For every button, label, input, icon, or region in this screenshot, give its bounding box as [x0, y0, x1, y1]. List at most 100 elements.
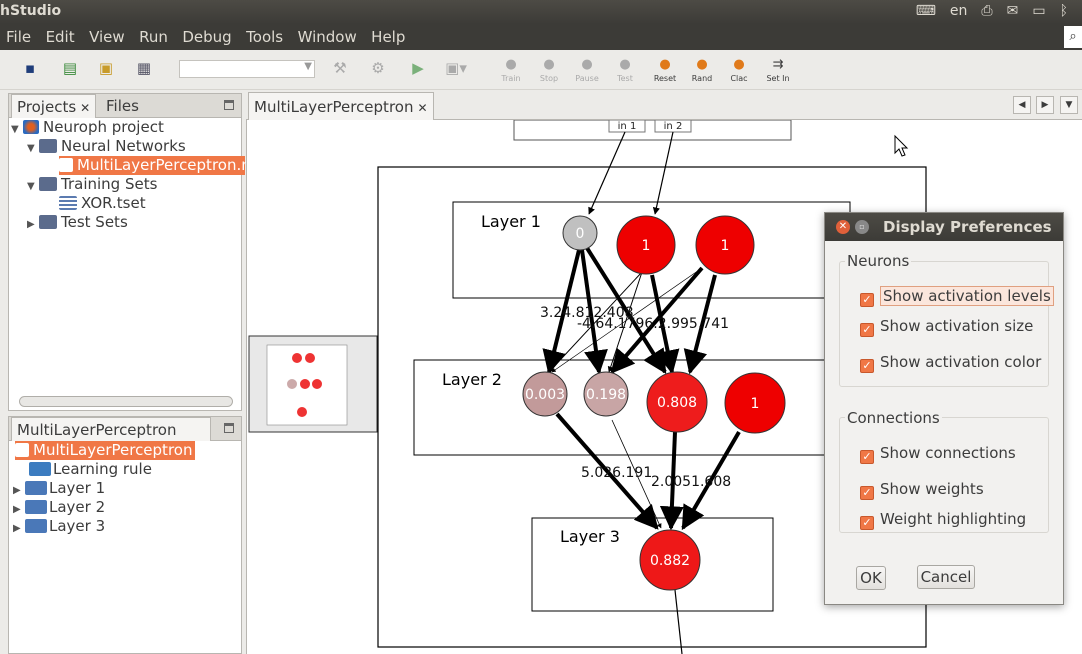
tree-item-training-sets[interactable]: ▼Training Sets	[27, 175, 157, 194]
tab-list-icon[interactable]: ▼	[1060, 96, 1078, 114]
clean-build-icon[interactable]: ⚙	[371, 59, 385, 77]
checkbox-label: Weight highlighting	[880, 510, 1027, 528]
weights-layer1b-label: -4.64.1796.2.995.741	[577, 316, 729, 332]
system-top-bar: hStudio ⌨ en ⎙ ✉ ▭ ᛒ	[0, 0, 1082, 24]
show-weights-checkbox[interactable]: ✓Show weights	[860, 480, 984, 500]
tab-navigator[interactable]: MultiLayerPerceptron ...✕	[11, 417, 211, 457]
tree-item-network-file[interactable]: MultiLayerPerceptron.n	[59, 156, 251, 175]
rand-icon: ●	[696, 57, 708, 72]
close-icon[interactable]: ✕	[80, 101, 91, 115]
projects-panel: Projects✕ Files ▼Neuroph project ▼ Neural…	[8, 93, 251, 411]
expand-arrow-icon[interactable]: ▼	[27, 181, 35, 192]
layer3-label: Layer 3	[560, 527, 620, 546]
projects-tabbar: Projects✕ Files	[9, 94, 241, 118]
show-activation-color-checkbox[interactable]: ✓Show activation color	[860, 353, 1041, 373]
expand-arrow-icon[interactable]: ▼	[11, 124, 19, 135]
network-icon	[15, 443, 29, 457]
bluetooth-icon[interactable]: ᛒ	[1059, 3, 1068, 19]
expand-arrow-icon[interactable]: ▶	[13, 523, 21, 534]
tree-item-test-sets[interactable]: ▶Test Sets	[27, 213, 128, 232]
minimize-icon[interactable]: ▫	[855, 220, 869, 234]
layer-icon	[25, 519, 47, 533]
close-icon[interactable]: ✕	[836, 220, 850, 234]
test-button[interactable]: ●Test	[608, 56, 642, 83]
close-icon[interactable]: ✕	[417, 101, 428, 115]
debug-icon[interactable]: ▣▾	[445, 59, 467, 77]
configuration-combo[interactable]: ▼	[179, 60, 315, 78]
navigator-tree: MultiLayerPerceptron Learning rule ▶Laye…	[11, 441, 241, 641]
open-project-icon[interactable]: ▦	[136, 59, 152, 77]
pause-label: Pause	[575, 74, 599, 83]
keyboard-icon[interactable]: ⌨	[915, 3, 936, 19]
save-icon[interactable]: ▪	[24, 59, 36, 77]
neuron-l1-1[interactable]	[616, 215, 676, 275]
tab-files[interactable]: Files	[101, 94, 144, 118]
menu-edit[interactable]: Edit	[45, 28, 75, 46]
stop-button[interactable]: ●Stop	[532, 56, 566, 83]
horizontal-scrollbar[interactable]	[19, 396, 233, 407]
menu-view[interactable]: View	[89, 28, 125, 46]
neuron-l2-2[interactable]	[646, 371, 708, 433]
train-button[interactable]: ●Train	[494, 56, 528, 83]
weight-highlighting-checkbox[interactable]: ✓Weight highlighting	[860, 510, 1026, 530]
tab-projects[interactable]: Projects✕	[11, 94, 97, 118]
minimize-icon[interactable]	[224, 100, 234, 110]
show-activation-size-checkbox[interactable]: ✓Show activation size	[860, 317, 1033, 337]
menu-help[interactable]: Help	[371, 28, 406, 46]
layer1-label: Layer 1	[481, 212, 541, 231]
expand-arrow-icon[interactable]: ▶	[13, 504, 21, 515]
project-tree: ▼Neuroph project ▼ Neural Networks MultiL…	[11, 118, 251, 388]
run-icon[interactable]: ▶	[412, 59, 424, 77]
tab-editor-network[interactable]: MultiLayerPerceptron✕	[248, 92, 434, 120]
nav-item-learning-rule[interactable]: Learning rule	[29, 460, 152, 479]
new-project-icon[interactable]: ▣	[98, 59, 114, 77]
neuron-l1-2[interactable]	[695, 215, 755, 275]
tree-item-training-file[interactable]: XOR.tset	[59, 194, 146, 213]
scroll-left-icon[interactable]: ◀	[1013, 96, 1031, 114]
nav-item-layer3[interactable]: ▶Layer 3	[13, 517, 105, 536]
tree-item-neural-networks[interactable]: ▼ Neural Networks	[27, 137, 186, 156]
menu-tools[interactable]: Tools	[246, 28, 284, 46]
calc-icon: ●	[733, 57, 745, 72]
menu-window[interactable]: Window	[297, 28, 357, 46]
window-title: hStudio	[0, 3, 62, 19]
printer-icon[interactable]: ⎙	[981, 3, 993, 19]
expand-arrow-icon[interactable]: ▼	[27, 143, 35, 154]
nav-item-layer2[interactable]: ▶Layer 2	[13, 498, 105, 517]
menu-run[interactable]: Run	[139, 28, 168, 46]
new-file-icon[interactable]: ▤	[62, 59, 78, 77]
menu-file[interactable]: File	[6, 28, 32, 46]
tree-label: Neural Networks	[61, 137, 186, 155]
neuron-l2-1[interactable]	[583, 371, 629, 417]
tree-item-project[interactable]: ▼Neuroph project	[11, 118, 164, 137]
neuron-l2-3[interactable]	[724, 372, 786, 434]
build-icon[interactable]: ⚒	[333, 59, 347, 77]
search-icon[interactable]: ⌕	[1064, 26, 1082, 48]
mail-icon[interactable]: ✉	[1006, 3, 1019, 19]
minimize-icon[interactable]	[224, 423, 234, 433]
show-connections-checkbox[interactable]: ✓Show connections	[860, 444, 1016, 464]
weights-layer2-label: 5.026.191	[581, 465, 652, 481]
checkmark-icon: ✓	[860, 486, 874, 500]
show-activation-levels-checkbox[interactable]: ✓Show activation levels	[860, 286, 1054, 307]
menu-debug[interactable]: Debug	[182, 28, 232, 46]
neuron-l3-0[interactable]	[639, 529, 701, 591]
neurons-group-label: Neurons	[845, 252, 912, 270]
pause-button[interactable]: ●Pause	[570, 56, 604, 83]
scroll-right-icon[interactable]: ▶	[1036, 96, 1054, 114]
set-in-button[interactable]: ⇉Set In	[761, 56, 795, 83]
rand-button[interactable]: ●Rand	[685, 56, 719, 83]
neuron-l2-0[interactable]	[522, 371, 568, 417]
ok-button[interactable]: OK	[856, 566, 886, 590]
reset-button[interactable]: ●Reset	[648, 56, 682, 83]
nav-item-root[interactable]: MultiLayerPerceptron	[15, 441, 195, 460]
expand-arrow-icon[interactable]: ▶	[27, 219, 35, 230]
battery-icon[interactable]: ▭	[1032, 3, 1046, 19]
nav-item-layer1[interactable]: ▶Layer 1	[13, 479, 105, 498]
neuron-l1-0[interactable]	[562, 215, 598, 251]
keyboard-layout[interactable]: en	[949, 3, 968, 19]
expand-arrow-icon[interactable]: ▶	[13, 485, 21, 496]
cancel-button[interactable]: Cancel	[917, 565, 975, 589]
neuron-l3-0-label: 0.882	[650, 553, 690, 569]
calc-button[interactable]: ●Clac	[722, 56, 756, 83]
